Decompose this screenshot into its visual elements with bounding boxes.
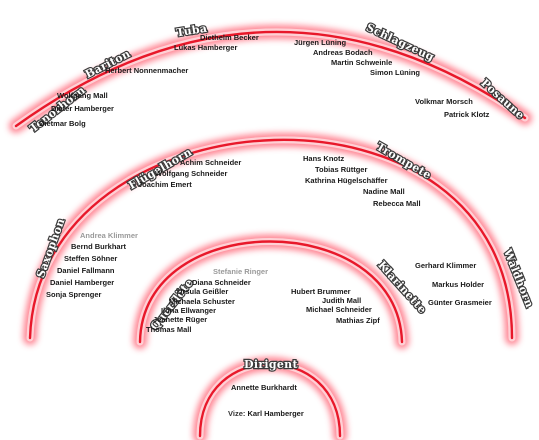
- member-schlagzeug-2: Andreas Bodach: [313, 48, 373, 57]
- member-bariton-1: Herbert Nonnenmacher: [105, 66, 189, 75]
- member-trompete-5: Rebecca Mall: [373, 199, 421, 208]
- member-querfloete-6: Jeanette Rüger: [153, 315, 208, 324]
- member-tuba-2: Lukas Hamberger: [174, 43, 238, 52]
- member-tenorhorn-3: Dietmar Bolg: [39, 119, 86, 128]
- member-trompete-1: Hans Knotz: [303, 154, 345, 163]
- vize-name: Karl Hamberger: [247, 409, 304, 418]
- dirigent-arc: [193, 357, 347, 440]
- member-querfloete-4: Michaela Schuster: [169, 297, 235, 306]
- member-klarinette-2: Judith Mall: [322, 296, 362, 305]
- member-dirigent-1: Annette Burkhardt: [231, 383, 297, 392]
- member-querfloete-1: Stefanie Ringer: [213, 267, 269, 276]
- member-trompete-4: Nadine Mall: [363, 187, 405, 196]
- member-klarinette-4: Mathias Zipf: [336, 316, 380, 325]
- member-saxophon-5: Daniel Hamberger: [50, 278, 115, 287]
- member-tenorhorn-2: Dieter Hamberger: [51, 104, 114, 113]
- member-schlagzeug-3: Martin Schweinle: [331, 58, 393, 67]
- member-trompete-3: Kathrina Hügelschäffer: [305, 176, 388, 185]
- member-saxophon-1: Andrea Klimmer: [80, 231, 138, 240]
- member-klarinette-3: Michael Schneider: [306, 305, 372, 314]
- member-klarinette-1: Hubert Brummer: [291, 287, 351, 296]
- section-label-dirigent: Dirigent: [244, 358, 298, 371]
- member-tuba-1: Diethelm Becker: [200, 33, 259, 42]
- member-fluegelhorn-3: Joachim Emert: [138, 180, 192, 189]
- member-querfloete-7: Thomas Mall: [146, 325, 192, 334]
- member-waldhorn-1: Gerhard Klimmer: [415, 261, 477, 270]
- member-tenorhorn-1: Wolfgang Mall: [57, 91, 108, 100]
- middle-arc: [23, 133, 519, 345]
- member-schlagzeug-1: Jürgen Lüning: [294, 38, 347, 47]
- member-trompete-2: Tobias Rüttger: [315, 165, 368, 174]
- member-waldhorn-3: Günter Grasmeier: [428, 298, 492, 307]
- member-waldhorn-2: Markus Holder: [432, 280, 485, 289]
- vize-prefix: Vize:: [228, 409, 246, 418]
- member-saxophon-6: Sonja Sprenger: [46, 290, 102, 299]
- member-posaune-2: Patrick Klotz: [444, 110, 490, 119]
- member-fluegelhorn-2: Wolfgang Schneider: [155, 169, 228, 178]
- inner-arc: [133, 234, 409, 349]
- section-label-tuba: Tuba: [175, 22, 208, 40]
- member-querfloete-3: Ursula Geißler: [177, 287, 229, 296]
- member-saxophon-2: Bernd Burkhart: [71, 242, 127, 251]
- member-querfloete-2: Diana Schneider: [192, 278, 251, 287]
- member-schlagzeug-4: Simon Lüning: [370, 68, 420, 77]
- vize-dirigent: Vize: Karl Hamberger: [228, 410, 304, 418]
- member-saxophon-3: Steffen Söhner: [64, 254, 118, 263]
- outer-arc: [9, 24, 532, 133]
- member-posaune-1: Volkmar Morsch: [415, 97, 473, 106]
- member-fluegelhorn-1: Achim Schneider: [180, 158, 242, 167]
- member-saxophon-4: Daniel Fallmann: [57, 266, 115, 275]
- member-querfloete-5: Ilona Ellwanger: [161, 306, 217, 315]
